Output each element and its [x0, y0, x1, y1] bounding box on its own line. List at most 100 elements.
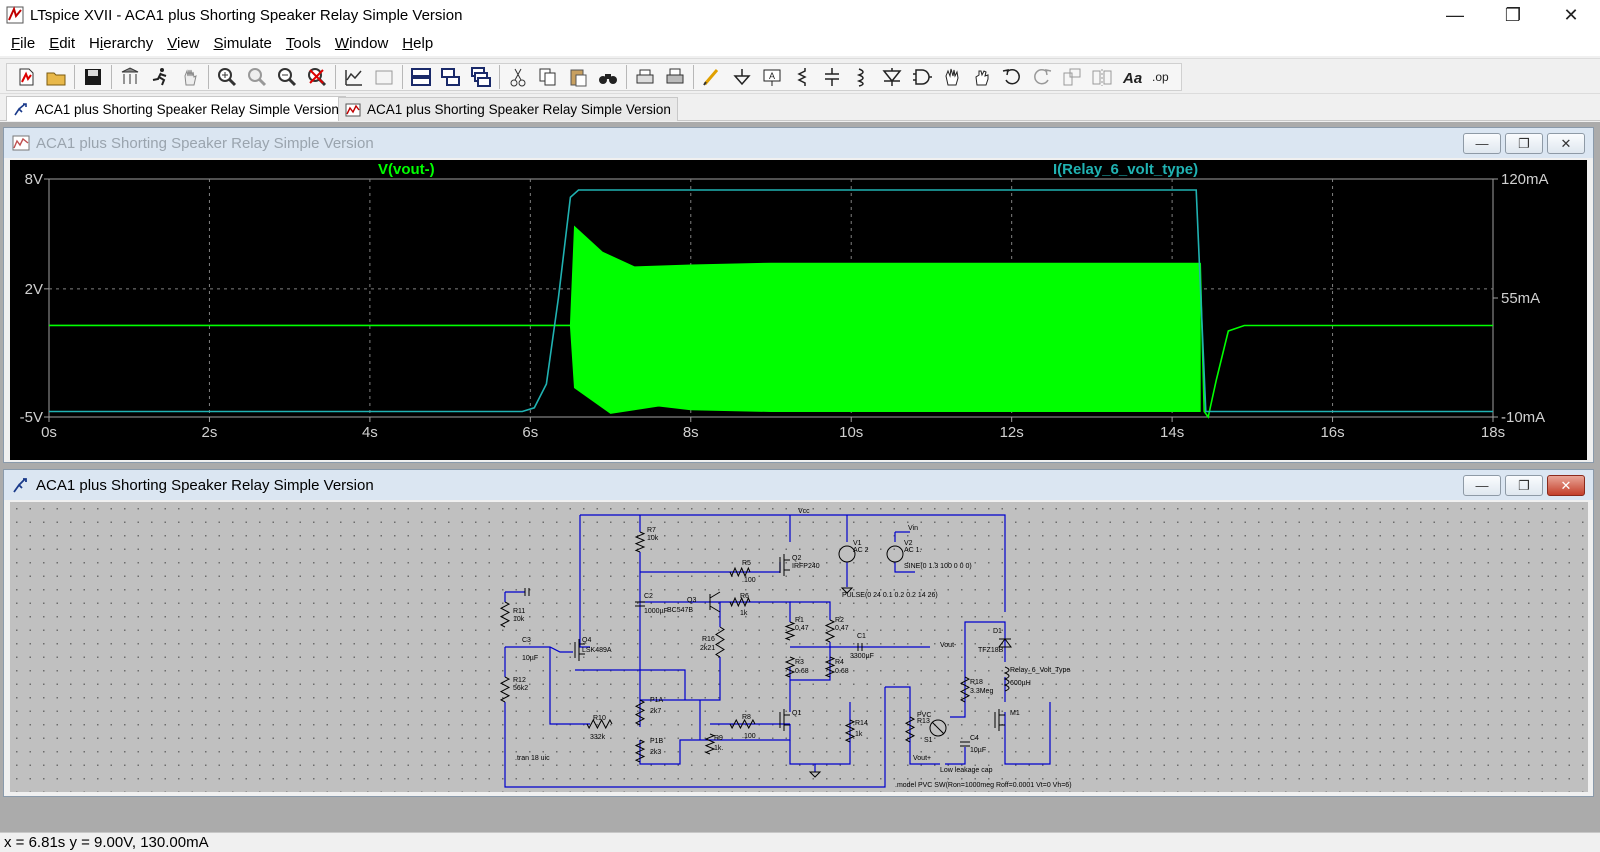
mosfet-m1: [994, 709, 1005, 731]
waveform-window-titlebar[interactable]: ACA1 plus Shorting Speaker Relay Simple …: [4, 128, 1593, 158]
y-right-tick-label: 120mA: [1501, 171, 1549, 188]
inductor-icon[interactable]: [849, 64, 875, 90]
svg-text:A: A: [769, 71, 775, 81]
tab-label: ACA1 plus Shorting Speaker Relay Simple …: [35, 101, 339, 117]
schematic-window-titlebar[interactable]: ACA1 plus Shorting Speaker Relay Simple …: [4, 470, 1593, 500]
cascade-icon[interactable]: [468, 64, 494, 90]
schematic-close-button[interactable]: ✕: [1547, 475, 1585, 496]
resistor-r6: [729, 596, 751, 608]
spice-directive-icon[interactable]: .op: [1149, 64, 1175, 90]
mdi-workspace: ACA1 plus Shorting Speaker Relay Simple …: [0, 122, 1600, 832]
zoom-out-icon[interactable]: [274, 64, 300, 90]
tab-waveform[interactable]: ACA1 plus Shorting Speaker Relay Simple …: [338, 97, 678, 121]
legend-vout: V(vout-): [378, 161, 435, 178]
y-right-tick-label: -10mA: [1501, 409, 1545, 426]
resistor-r2: [824, 619, 836, 643]
y-left-tick-label: -5V: [20, 409, 43, 426]
redo-icon[interactable]: [1029, 64, 1055, 90]
print-icon[interactable]: [662, 64, 688, 90]
menu-help[interactable]: Help: [402, 34, 434, 52]
zoom-cancel-icon[interactable]: [304, 64, 330, 90]
open-icon[interactable]: [43, 64, 69, 90]
label-net-icon[interactable]: A: [759, 64, 785, 90]
text-icon[interactable]: Aa: [1119, 64, 1145, 90]
component-label: C4: [970, 735, 979, 742]
ltspice-logo-icon: [6, 6, 24, 24]
resistor-r18: [959, 676, 971, 703]
menu-window[interactable]: Window: [334, 34, 389, 52]
fit-icon[interactable]: [371, 64, 397, 90]
x-tick-label: 10s: [839, 424, 863, 441]
svg-text:Aa: Aa: [1122, 70, 1142, 87]
print-setup-icon[interactable]: [632, 64, 658, 90]
close-button[interactable]: ✕: [1563, 4, 1579, 25]
component-label: Q3: [687, 597, 696, 604]
schematic-minimize-button[interactable]: —: [1463, 475, 1501, 496]
x-tick-label: 2s: [202, 424, 218, 441]
component-icon[interactable]: [909, 64, 935, 90]
component-label: R3: [795, 659, 804, 666]
drag-icon[interactable]: [969, 64, 995, 90]
component-label: 3.3Meg: [970, 688, 993, 695]
undo-icon[interactable]: [999, 64, 1025, 90]
draw-wire-icon[interactable]: [699, 64, 725, 90]
component-label: C3: [522, 637, 531, 644]
waveform-restore-button[interactable]: ❐: [1505, 133, 1543, 154]
rotate-icon[interactable]: [1059, 64, 1085, 90]
component-label: .model PVC SW(Ron=1000meg Roff=0.0001 Vt…: [895, 782, 1072, 789]
ground-icon[interactable]: [729, 64, 755, 90]
run-icon[interactable]: [147, 64, 173, 90]
capacitor-icon[interactable]: [819, 64, 845, 90]
schematic-restore-button[interactable]: ❐: [1505, 475, 1543, 496]
component-label: Low leakage cap: [940, 767, 993, 774]
minimize-button[interactable]: —: [1446, 4, 1464, 25]
tile-horizontal-icon[interactable]: [408, 64, 434, 90]
capacitor-c2: [635, 601, 645, 607]
menu-tools[interactable]: Tools: [285, 34, 321, 52]
paste-icon[interactable]: [565, 64, 591, 90]
cut-icon[interactable]: [505, 64, 531, 90]
save-icon[interactable]: [80, 64, 106, 90]
zoom-in-icon[interactable]: [214, 64, 240, 90]
resistor-icon[interactable]: [789, 64, 815, 90]
waveform-minimize-button[interactable]: —: [1463, 133, 1501, 154]
new-schematic-icon[interactable]: [13, 64, 39, 90]
menu-edit[interactable]: Edit: [49, 34, 76, 52]
ground-symbol: [808, 771, 822, 778]
tile-vertical-icon[interactable]: [438, 64, 464, 90]
pan-icon[interactable]: [244, 64, 270, 90]
component-label: 0.47: [835, 625, 849, 632]
component-label: 1k.: [714, 745, 723, 752]
v-vout-trace-post: [1199, 263, 1493, 419]
control-panel-icon[interactable]: [117, 64, 143, 90]
copy-icon[interactable]: [535, 64, 561, 90]
autorange-icon[interactable]: [341, 64, 367, 90]
wire: [790, 642, 831, 681]
component-label: 600µH: [1010, 680, 1031, 687]
cursor-readout: x = 6.81s y = 9.00V, 130.00mA: [4, 834, 209, 851]
component-label: R18: [970, 679, 983, 686]
resistor-r11: [499, 601, 511, 628]
wire: [1004, 702, 1051, 765]
move-icon[interactable]: [939, 64, 965, 90]
menu-view[interactable]: View: [167, 34, 200, 52]
mirror-icon[interactable]: [1089, 64, 1115, 90]
halt-icon[interactable]: [177, 64, 203, 90]
waveform-close-button[interactable]: ✕: [1547, 133, 1585, 154]
menu-hierarchy[interactable]: Hierarchy: [89, 34, 154, 52]
component-label: R4: [835, 659, 844, 666]
component-label: R10: [593, 715, 606, 722]
y-left-tick-label: 2V: [25, 281, 43, 298]
y-right-tick-label: 55mA: [1501, 290, 1540, 307]
menu-file[interactable]: File: [11, 34, 36, 52]
component-label: Vin: [908, 525, 918, 532]
find-icon[interactable]: [595, 64, 621, 90]
diode-icon[interactable]: [879, 64, 905, 90]
maximize-button[interactable]: ❐: [1504, 4, 1522, 25]
menu-simulate[interactable]: Simulate: [213, 34, 272, 52]
tab-schematic[interactable]: ACA1 plus Shorting Speaker Relay Simple …: [6, 96, 346, 121]
